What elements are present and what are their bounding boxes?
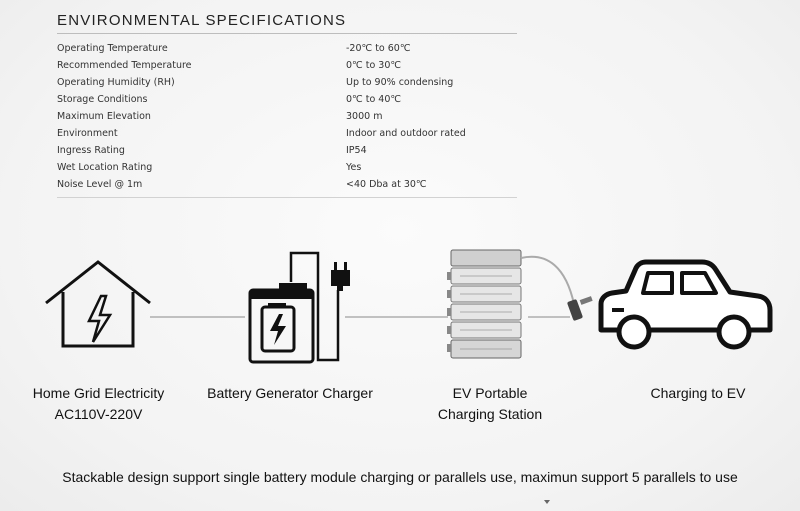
house-lightning-icon [45,260,151,348]
spec-value: 3000 m [346,111,383,122]
spec-value: -20℃ to 60℃ [346,43,411,54]
spec-label: Noise Level @ 1m [57,179,143,190]
spec-value: IP54 [346,145,367,156]
charging-flow-diagram [45,249,773,364]
spec-value: 0℃ to 30℃ [346,60,402,71]
spec-label: Environment [57,128,118,139]
ev-label-line1: Charging to EV [650,385,746,401]
spec-value: Indoor and outdoor rated [346,128,466,139]
spec-value: 0℃ to 40℃ [346,94,402,105]
spec-title: ENVIRONMENTAL SPECIFICATIONS [57,12,347,29]
scroll-down-icon[interactable] [544,500,550,504]
spec-bottom-rule [57,197,517,198]
spec-label: Wet Location Rating [57,162,153,173]
spec-label: Maximum Elevation [57,111,151,122]
home-grid-label: Home Grid Electricity AC110V-220V [26,383,171,425]
spec-label: Storage Conditions [57,94,148,105]
station-label-line2: Charging Station [437,406,543,422]
stackable-caption: Stackable design support single battery … [62,469,738,485]
spec-label: Operating Humidity (RH) [57,77,175,88]
home-grid-label-line1: Home Grid Electricity [32,385,165,401]
spec-value: <40 Dba at 30℃ [346,179,427,190]
station-label-line1: EV Portable [452,385,528,401]
home-grid-label-line2: AC110V-220V [54,406,143,422]
spec-label: Ingress Rating [57,145,125,156]
generator-label: Battery Generator Charger [200,383,380,404]
station-label: EV Portable Charging Station [420,383,560,425]
car-icon [598,259,773,350]
stacked-battery-station-icon [447,249,593,359]
generator-label-line1: Battery Generator Charger [207,385,373,401]
spec-title-rule [57,33,517,34]
spec-label: Operating Temperature [57,43,168,54]
spec-value: Yes [346,162,362,173]
ev-label: Charging to EV [628,383,768,404]
battery-charger-icon [248,251,350,364]
spec-value: Up to 90% condensing [346,77,454,88]
spec-label: Recommended Temperature [57,60,192,71]
